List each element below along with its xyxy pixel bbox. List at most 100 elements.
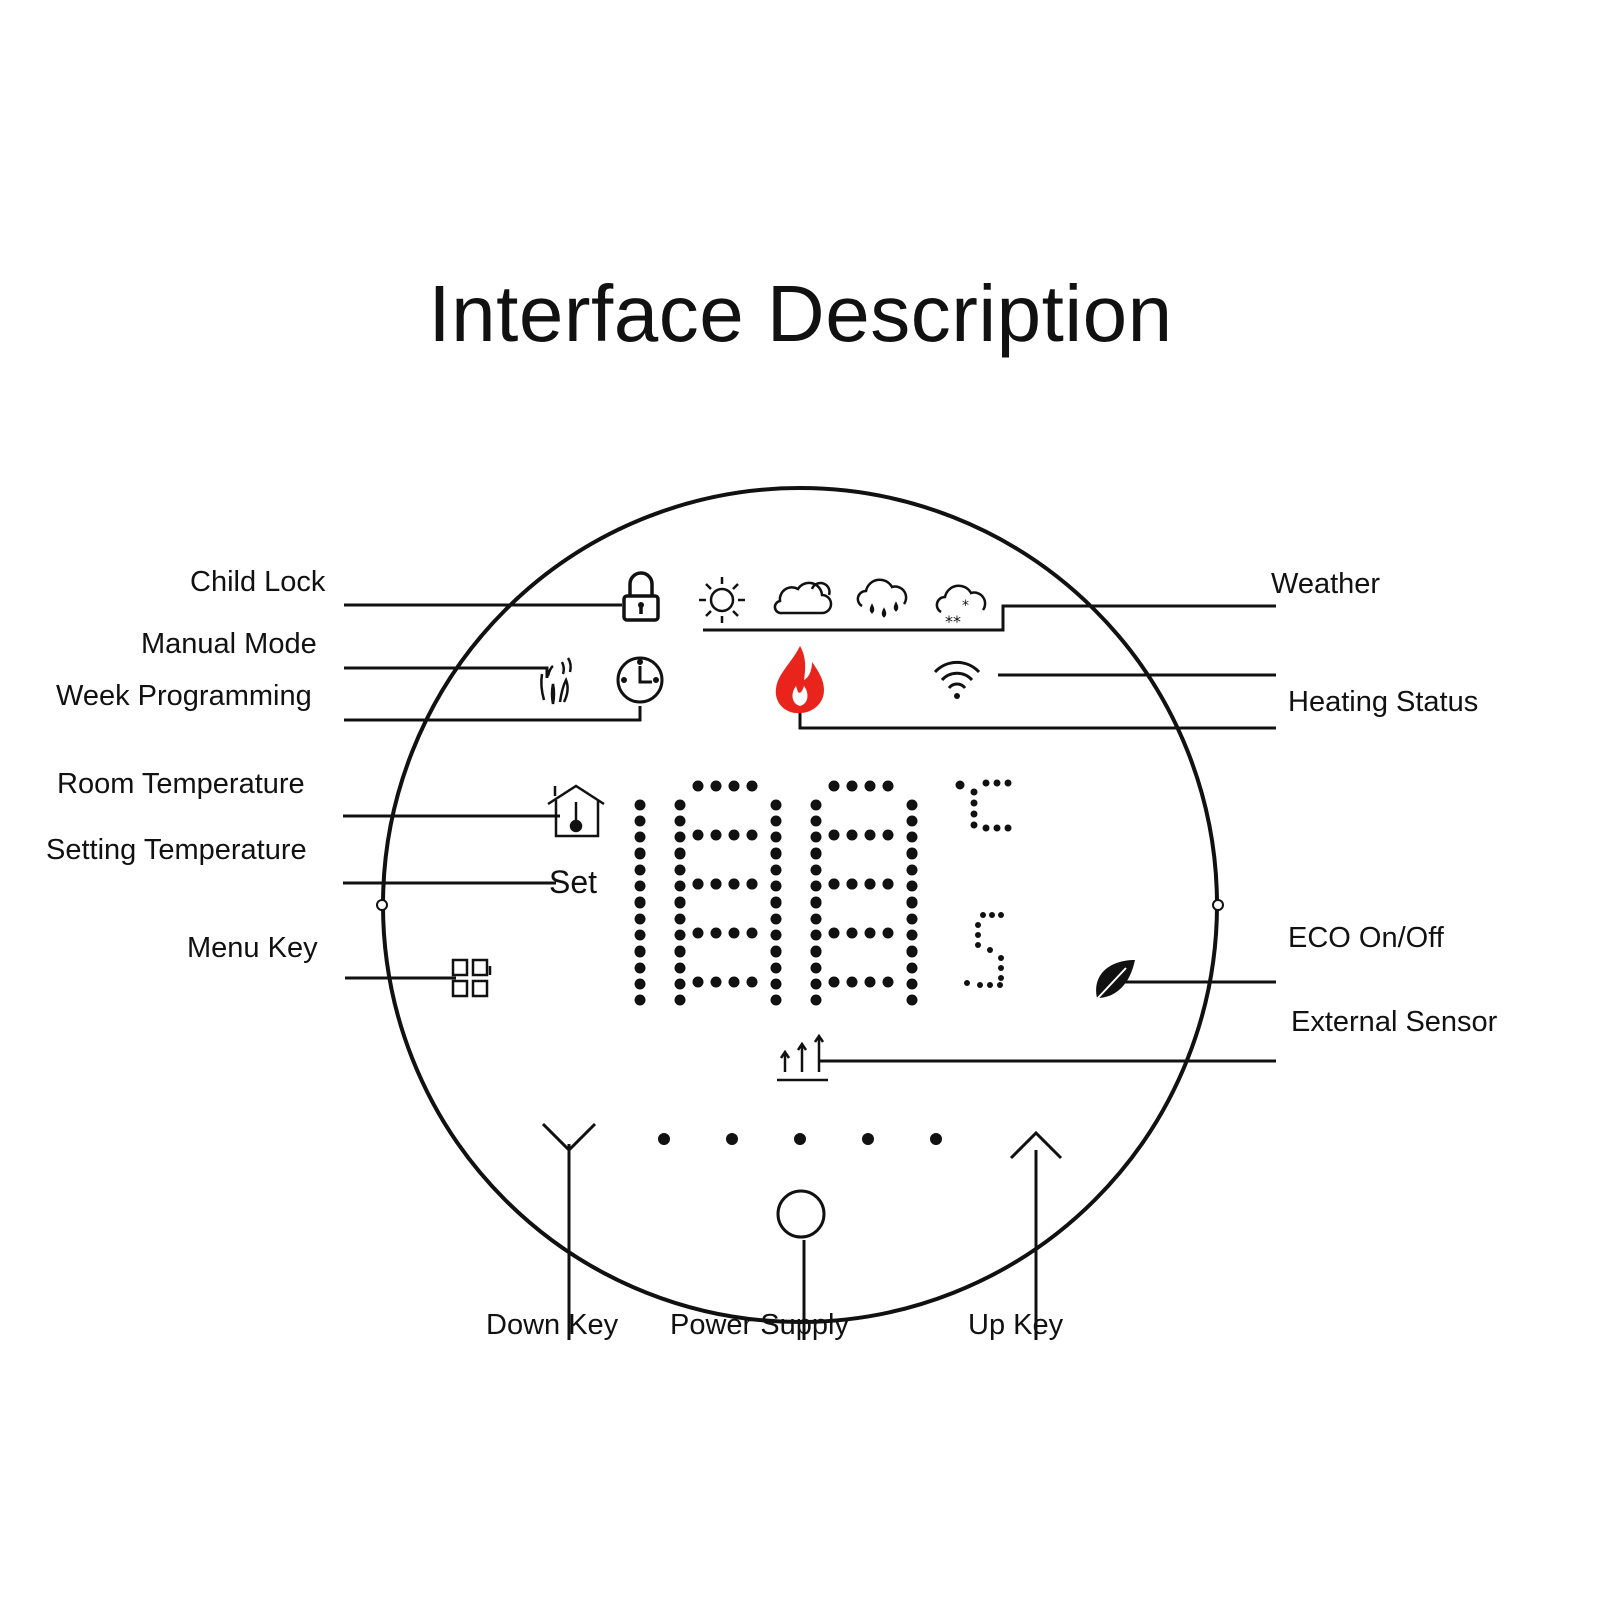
celsius-icon [955, 779, 1012, 832]
segment-dot [846, 878, 858, 890]
segment-dot [710, 780, 722, 792]
segment-dot [846, 829, 858, 841]
menu-grid-icon[interactable] [451, 958, 492, 998]
segment-dot [906, 929, 918, 941]
leader-lines [343, 603, 1276, 1340]
segment-dot [810, 913, 822, 925]
segment-dot [882, 976, 894, 988]
segment-dot [770, 815, 782, 827]
segment-dot [746, 976, 758, 988]
segment-dot [810, 815, 822, 827]
power-button-icon[interactable] [776, 1189, 826, 1239]
segment-dot [906, 962, 918, 974]
segment-dot [746, 780, 758, 792]
segment-dot [634, 946, 646, 958]
segment-dot [634, 864, 646, 876]
segment-dot [674, 864, 686, 876]
segment-dot [828, 878, 840, 890]
side-notch-left [376, 899, 388, 911]
segment-dot [710, 927, 722, 939]
label-setting-temperature: Setting Temperature [46, 834, 307, 866]
segment-dot [810, 799, 822, 811]
segment-dot [906, 848, 918, 860]
segment-dot [674, 978, 686, 990]
segment-dot [674, 799, 686, 811]
segment-dot [674, 815, 686, 827]
segment-dot [692, 878, 704, 890]
segment-dot [906, 864, 918, 876]
svg-text:*: * [962, 598, 969, 614]
segment-dot [674, 831, 686, 843]
label-weather: Weather [1271, 568, 1381, 600]
segment-dot [634, 929, 646, 941]
segment-dot [674, 962, 686, 974]
segment-dot [634, 815, 646, 827]
side-notch-right [1212, 899, 1224, 911]
segment-dot [882, 927, 894, 939]
segment-dot [634, 848, 646, 860]
external-sensor-icon [777, 1033, 828, 1082]
segment-dot [770, 831, 782, 843]
leaf-icon[interactable] [1095, 960, 1135, 1001]
segment-dot [674, 946, 686, 958]
segment-dot [770, 880, 782, 892]
segment-dot [746, 878, 758, 890]
segment-dot [810, 978, 822, 990]
down-arrow-icon[interactable] [541, 1122, 597, 1153]
segment-dot [906, 815, 918, 827]
flame-icon [775, 646, 824, 714]
segment-dot [882, 829, 894, 841]
segment-dot [728, 976, 740, 988]
segment-dot [770, 929, 782, 941]
segment-dot [770, 897, 782, 909]
segment-dot [674, 913, 686, 925]
segment-dot [770, 994, 782, 1006]
segment-dot [770, 978, 782, 990]
segment-dot [828, 829, 840, 841]
segment-dot [906, 994, 918, 1006]
sun-icon [699, 577, 745, 623]
segment-dot [882, 780, 894, 792]
segment-dot [810, 880, 822, 892]
segment-dot [710, 878, 722, 890]
segment-dot [846, 976, 858, 988]
segment-dot [770, 848, 782, 860]
label-manual-mode: Manual Mode [141, 628, 317, 660]
segment-dot [906, 946, 918, 958]
rain-cloud-icon [856, 578, 908, 618]
segment-dot [674, 929, 686, 941]
segment-dot [906, 913, 918, 925]
segment-dot [810, 864, 822, 876]
segment-dot [634, 897, 646, 909]
segment-dot [770, 864, 782, 876]
segment-dot [810, 929, 822, 941]
label-heating-status: Heating Status [1288, 686, 1479, 718]
segment-dot [634, 913, 646, 925]
label-child-lock: Child Lock [190, 566, 326, 598]
label-power-supply: Power Supply [670, 1309, 849, 1341]
segment-dot [674, 848, 686, 860]
segment-dot [864, 976, 876, 988]
segment-dot [864, 927, 876, 939]
label-menu-key: Menu Key [187, 932, 318, 964]
segment-display [634, 780, 918, 1006]
segment-dot [906, 897, 918, 909]
segment-dot [770, 946, 782, 958]
segment-dot [728, 927, 740, 939]
segment-dot [810, 946, 822, 958]
label-room-temperature: Room Temperature [57, 768, 305, 800]
segment-dot [846, 780, 858, 792]
segment-dot [810, 962, 822, 974]
segment-dot [770, 913, 782, 925]
segment-dot [728, 829, 740, 841]
house-thermometer-icon [547, 784, 605, 838]
segment-dot [828, 780, 840, 792]
segment-dot [692, 976, 704, 988]
segment-dot [906, 880, 918, 892]
segment-dot [882, 878, 894, 890]
up-arrow-icon[interactable] [1009, 1130, 1063, 1160]
label-external-sensor: External Sensor [1291, 1006, 1498, 1038]
segment-dot [770, 799, 782, 811]
segment-dot [634, 962, 646, 974]
segment-dot [746, 927, 758, 939]
